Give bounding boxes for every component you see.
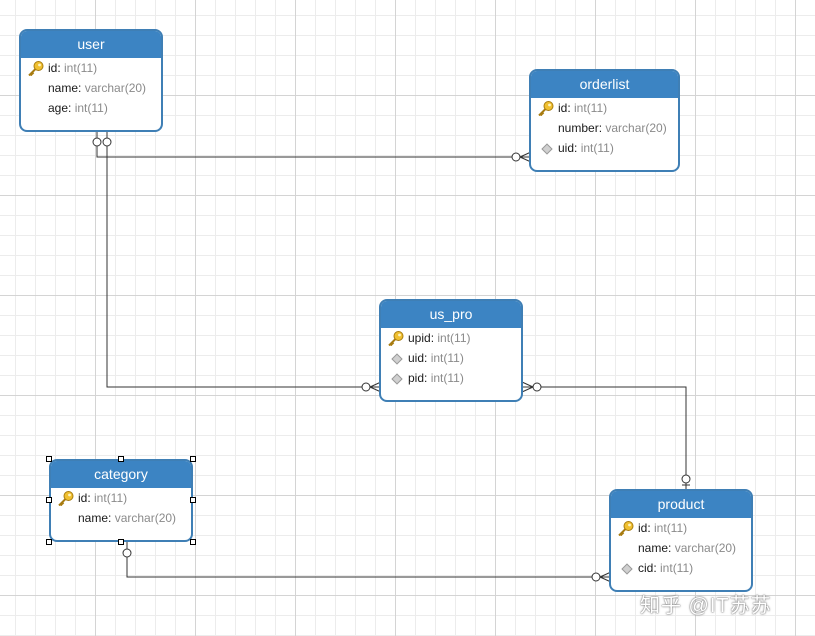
field-separator: :: [653, 561, 661, 575]
field-type: int(11): [94, 491, 128, 505]
zero-marker-us-pro-left: [361, 382, 371, 392]
field-type: int(11): [574, 101, 608, 115]
field-name: pid: [408, 371, 425, 385]
zero-marker-product: [591, 572, 601, 582]
entity-product[interactable]: product id: int(11)name: varchar(20)cid:…: [609, 489, 753, 592]
field-row[interactable]: upid: int(11): [381, 328, 521, 348]
zero-marker-product-us-pro: [681, 474, 691, 484]
key-icon: [387, 330, 405, 347]
foreign-key-icon: [391, 353, 403, 365]
field-name: number: [558, 121, 599, 135]
field-separator: :: [57, 61, 65, 75]
entity-user[interactable]: user id: int(11)name: varchar(20)age: in…: [19, 29, 163, 132]
watermark: 知乎 @IT苏苏: [640, 595, 772, 617]
key-icon: [57, 490, 75, 507]
field-row[interactable]: name: varchar(20): [51, 508, 191, 528]
field-type: int(11): [437, 331, 471, 345]
many-marker-us-pro-right: [521, 381, 534, 393]
key-icon: [617, 520, 635, 537]
foreign-key-icon: [391, 373, 403, 385]
field-type: int(11): [580, 141, 614, 155]
field-separator: :: [430, 331, 438, 345]
foreign-key-icon: [621, 563, 633, 575]
key-icon: [27, 60, 45, 77]
field-separator: :: [668, 541, 675, 555]
field-name: name: [48, 81, 79, 95]
field-name: id: [48, 61, 58, 75]
key-icon: [537, 100, 555, 117]
field-type: varchar(20): [84, 81, 147, 95]
resize-handle-top[interactable]: [118, 456, 124, 462]
field-name: uid: [408, 351, 425, 365]
resize-handle-left[interactable]: [46, 497, 52, 503]
entity-title: product: [611, 491, 751, 518]
zero-marker-us-pro-right: [532, 382, 542, 392]
entity-orderlist[interactable]: orderlist id: int(11)number: varchar(20)…: [529, 69, 680, 172]
field-row[interactable]: id: int(11): [51, 488, 191, 508]
entity-title: user: [21, 31, 161, 58]
relation-user-us-pro[interactable]: [106, 132, 381, 388]
field-name: name: [78, 511, 109, 525]
field-type: int(11): [654, 521, 688, 535]
field-type: int(11): [430, 351, 464, 365]
field-separator: :: [424, 371, 431, 385]
entity-title: orderlist: [531, 71, 678, 98]
field-row[interactable]: age: int(11): [21, 98, 161, 118]
relation-category-product[interactable]: [126, 542, 611, 578]
field-type: int(11): [430, 371, 464, 385]
resize-handle-bottom-right[interactable]: [190, 539, 196, 545]
relation-product-us-pro[interactable]: [522, 386, 687, 490]
field-separator: :: [567, 101, 575, 115]
field-row[interactable]: cid: int(11): [611, 558, 751, 578]
field-separator: :: [68, 101, 75, 115]
field-row[interactable]: id: int(11): [611, 518, 751, 538]
entity-us-pro[interactable]: us_pro upid: int(11)uid: int(11)pid: int…: [379, 299, 523, 402]
resize-handle-top-left[interactable]: [46, 456, 52, 462]
field-separator: :: [647, 521, 655, 535]
field-separator: :: [574, 141, 581, 155]
field-row[interactable]: name: varchar(20): [611, 538, 751, 558]
field-type: int(11): [64, 61, 98, 75]
field-name: name: [638, 541, 669, 555]
field-row[interactable]: uid: int(11): [531, 138, 678, 158]
field-type: varchar(20): [605, 121, 667, 135]
zero-marker-orderlist: [511, 152, 521, 162]
field-name: id: [78, 491, 88, 505]
field-type: int(11): [660, 561, 694, 575]
resize-handle-bottom[interactable]: [118, 539, 124, 545]
field-name: upid: [408, 331, 431, 345]
zero-marker-user-us-pro: [102, 137, 112, 147]
resize-handle-bottom-left[interactable]: [46, 539, 52, 545]
zero-marker-category-product: [122, 548, 132, 558]
field-type: varchar(20): [114, 511, 177, 525]
field-separator: :: [108, 511, 115, 525]
field-row[interactable]: pid: int(11): [381, 368, 521, 388]
field-name: uid: [558, 141, 575, 155]
relation-user-orderlist[interactable]: [96, 132, 531, 158]
field-separator: :: [598, 121, 606, 135]
field-name: cid: [638, 561, 654, 575]
field-row[interactable]: id: int(11): [531, 98, 678, 118]
entity-title: category: [51, 461, 191, 488]
field-name: id: [638, 521, 648, 535]
field-name: id: [558, 101, 568, 115]
entity-category[interactable]: category id: int(11)name: varchar(20): [46, 456, 196, 545]
field-separator: :: [424, 351, 431, 365]
resize-handle-top-right[interactable]: [190, 456, 196, 462]
field-row[interactable]: id: int(11): [21, 58, 161, 78]
field-type: varchar(20): [674, 541, 737, 555]
entity-title: us_pro: [381, 301, 521, 328]
foreign-key-icon: [541, 143, 553, 155]
field-separator: :: [78, 81, 85, 95]
resize-handle-right[interactable]: [190, 497, 196, 503]
field-separator: :: [87, 491, 95, 505]
field-name: age: [48, 101, 69, 115]
field-row[interactable]: number: varchar(20): [531, 118, 678, 138]
zero-marker-user-orderlist: [92, 137, 102, 147]
field-row[interactable]: uid: int(11): [381, 348, 521, 368]
field-row[interactable]: name: varchar(20): [21, 78, 161, 98]
field-type: int(11): [74, 101, 108, 115]
